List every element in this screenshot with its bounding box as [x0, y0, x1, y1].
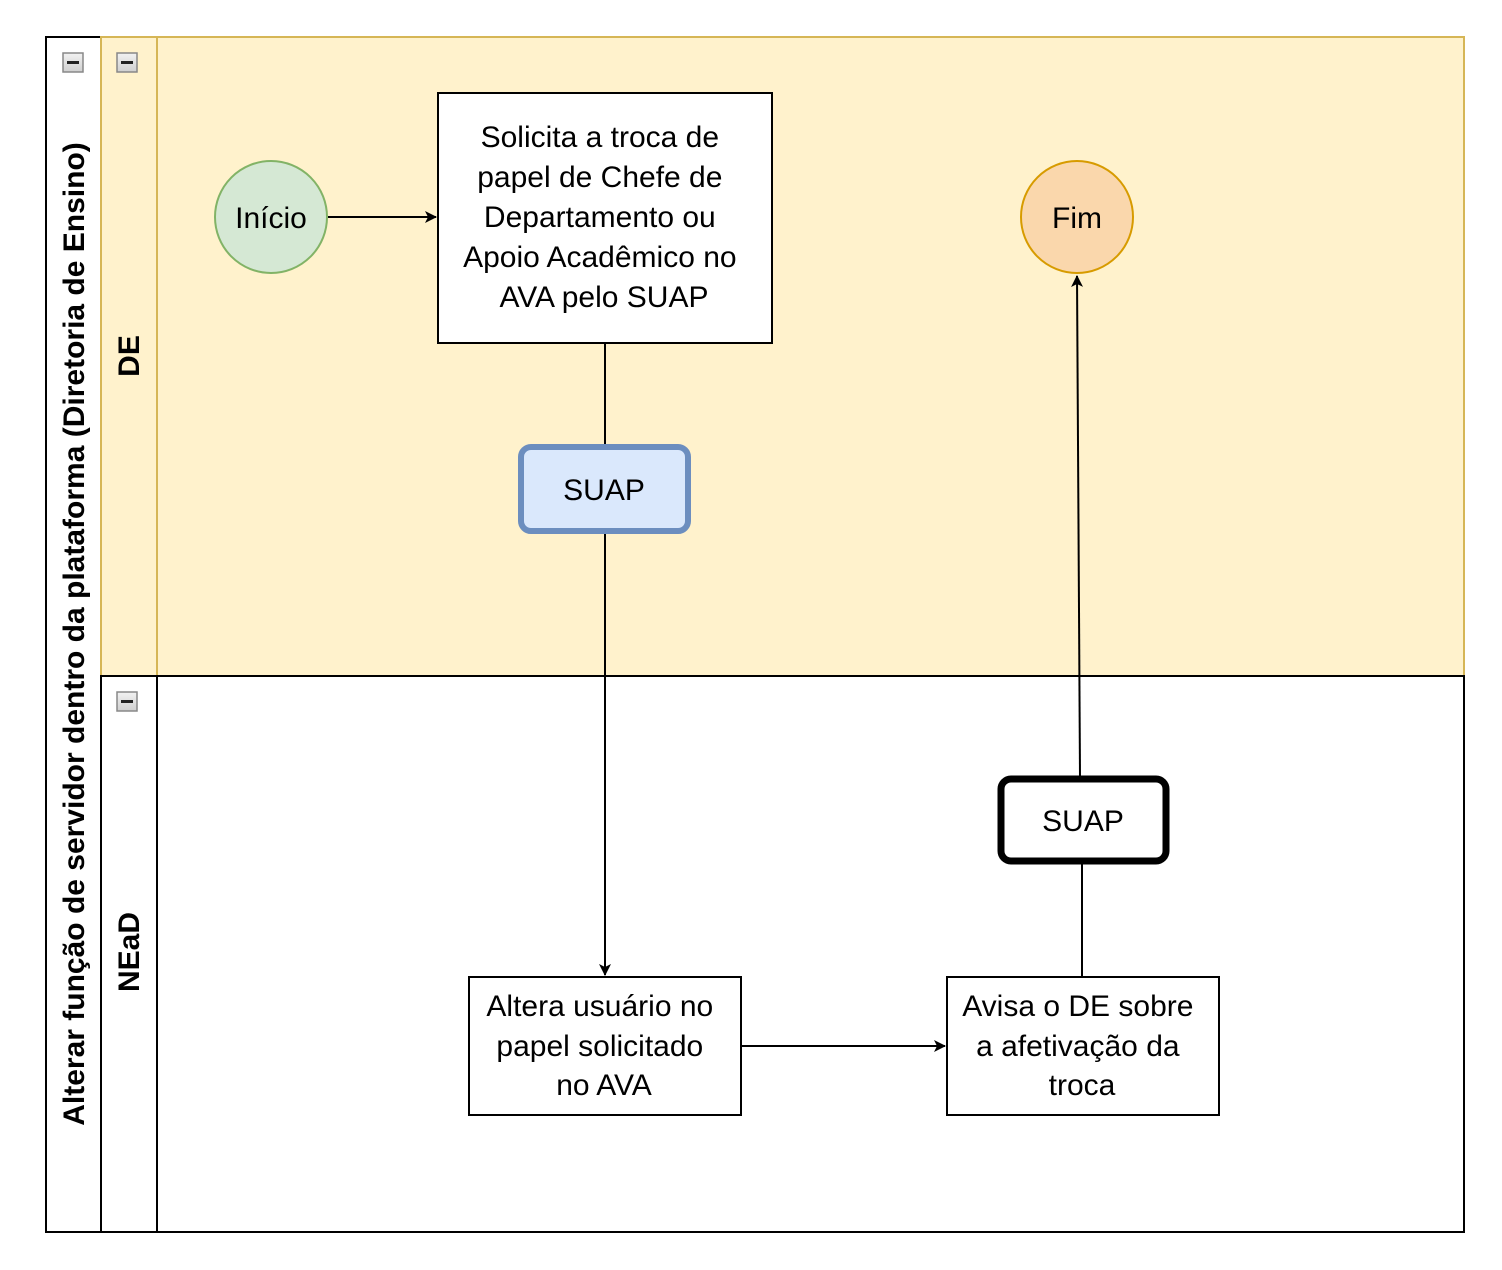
- pool-collapse-button[interactable]: [62, 52, 84, 73]
- task-altera-line: no AVA: [556, 1069, 652, 1102]
- lane-nead-collapse-button[interactable]: [116, 691, 138, 712]
- task-solicita-line: AVA pelo SUAP: [499, 281, 708, 314]
- suap-node-2[interactable]: SUAP: [997, 775, 1170, 865]
- lane-title-de: DE: [113, 335, 146, 377]
- end-event[interactable]: Fim: [1020, 160, 1134, 274]
- pool-header: [45, 36, 102, 1233]
- lane-nead-body: [100, 675, 1465, 1233]
- end-label: Fim: [1052, 202, 1102, 235]
- start-label: Início: [235, 202, 307, 235]
- task-solicita-line: Apoio Acadêmico no: [463, 241, 737, 274]
- lane-de-body: [100, 36, 1465, 677]
- task-avisa-line: Avisa o DE sobre: [962, 990, 1193, 1023]
- lane-de-header: [100, 36, 158, 677]
- task-solicita-text: Solicita a troca de papel de Chefe de De…: [463, 121, 745, 314]
- suap-node-2-label: SUAP: [1042, 805, 1124, 838]
- task-altera-box: [468, 976, 742, 1116]
- task-altera-line: papel solicitado: [496, 1030, 703, 1063]
- lane-de-collapse-button[interactable]: [116, 52, 138, 73]
- task-avisa-box: [946, 976, 1220, 1116]
- task-solicita-box: [437, 92, 773, 344]
- task-avisa-line: a afetivação da: [976, 1030, 1180, 1063]
- task-solicita-line: Solicita a troca de: [481, 121, 719, 154]
- lane-nead-header: [100, 675, 158, 1233]
- task-altera-text: Altera usuário no papel solicitado no AV…: [486, 990, 721, 1102]
- pool-title: Alterar função de servidor dentro da pla…: [58, 142, 91, 1126]
- end-circle: [1020, 160, 1134, 274]
- lane-nead: NEaD: [100, 675, 1465, 1233]
- start-circle: [214, 160, 328, 274]
- suap-node-2-box: [997, 775, 1170, 865]
- task-solicita[interactable]: Solicita a troca de papel de Chefe de De…: [437, 92, 773, 344]
- lane-title-nead: NEaD: [113, 912, 146, 992]
- task-altera-line: Altera usuário no: [486, 990, 713, 1023]
- task-avisa[interactable]: Avisa o DE sobre a afetivação da troca: [946, 976, 1220, 1116]
- connectors: [328, 211, 1084, 1052]
- edge-suap2-to-end: [1071, 275, 1084, 778]
- task-altera[interactable]: Altera usuário no papel solicitado no AV…: [468, 976, 742, 1116]
- lane-de: DE: [100, 36, 1465, 677]
- task-solicita-line: Departamento ou: [484, 201, 716, 234]
- task-solicita-line: papel de Chefe de: [477, 161, 722, 194]
- task-avisa-line: troca: [1049, 1069, 1116, 1102]
- start-event[interactable]: Início: [214, 160, 328, 274]
- task-avisa-text: Avisa o DE sobre a afetivação da troca: [962, 990, 1202, 1102]
- suap-node-1-box: [518, 444, 691, 534]
- suap-node-1[interactable]: SUAP: [518, 444, 691, 534]
- suap-node-1-label: SUAP: [563, 474, 645, 507]
